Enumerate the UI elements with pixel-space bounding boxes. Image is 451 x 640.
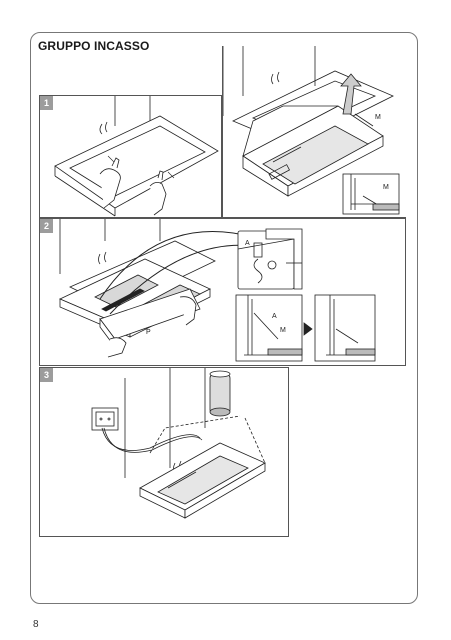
step-3-panel: 3 <box>39 367 289 537</box>
page-number: 8 <box>33 619 39 630</box>
step-1-right-panel: M M <box>222 46 406 218</box>
callout-a-lock: A <box>245 240 250 247</box>
step-1-panel: 1 <box>39 95 222 218</box>
page-title: GRUPPO INCASSO <box>38 39 150 53</box>
page-frame <box>30 32 418 604</box>
step-2-panel: 2 <box>39 218 406 366</box>
step-3-illustration <box>91 368 266 519</box>
callout-a-detail: A <box>272 313 277 320</box>
step-2-illustration <box>59 219 376 362</box>
callout-m-detail2: M <box>280 327 286 334</box>
hood-insertion-illustration <box>223 46 400 215</box>
callout-m-top: M <box>375 114 381 121</box>
step-1-badge: 1 <box>40 96 53 110</box>
step-2-badge: 2 <box>40 219 53 233</box>
step-3-badge: 3 <box>40 368 53 382</box>
callout-m-detail: M <box>383 184 389 191</box>
step-1-illustration <box>54 96 219 217</box>
callout-p-filter: P <box>146 329 151 336</box>
